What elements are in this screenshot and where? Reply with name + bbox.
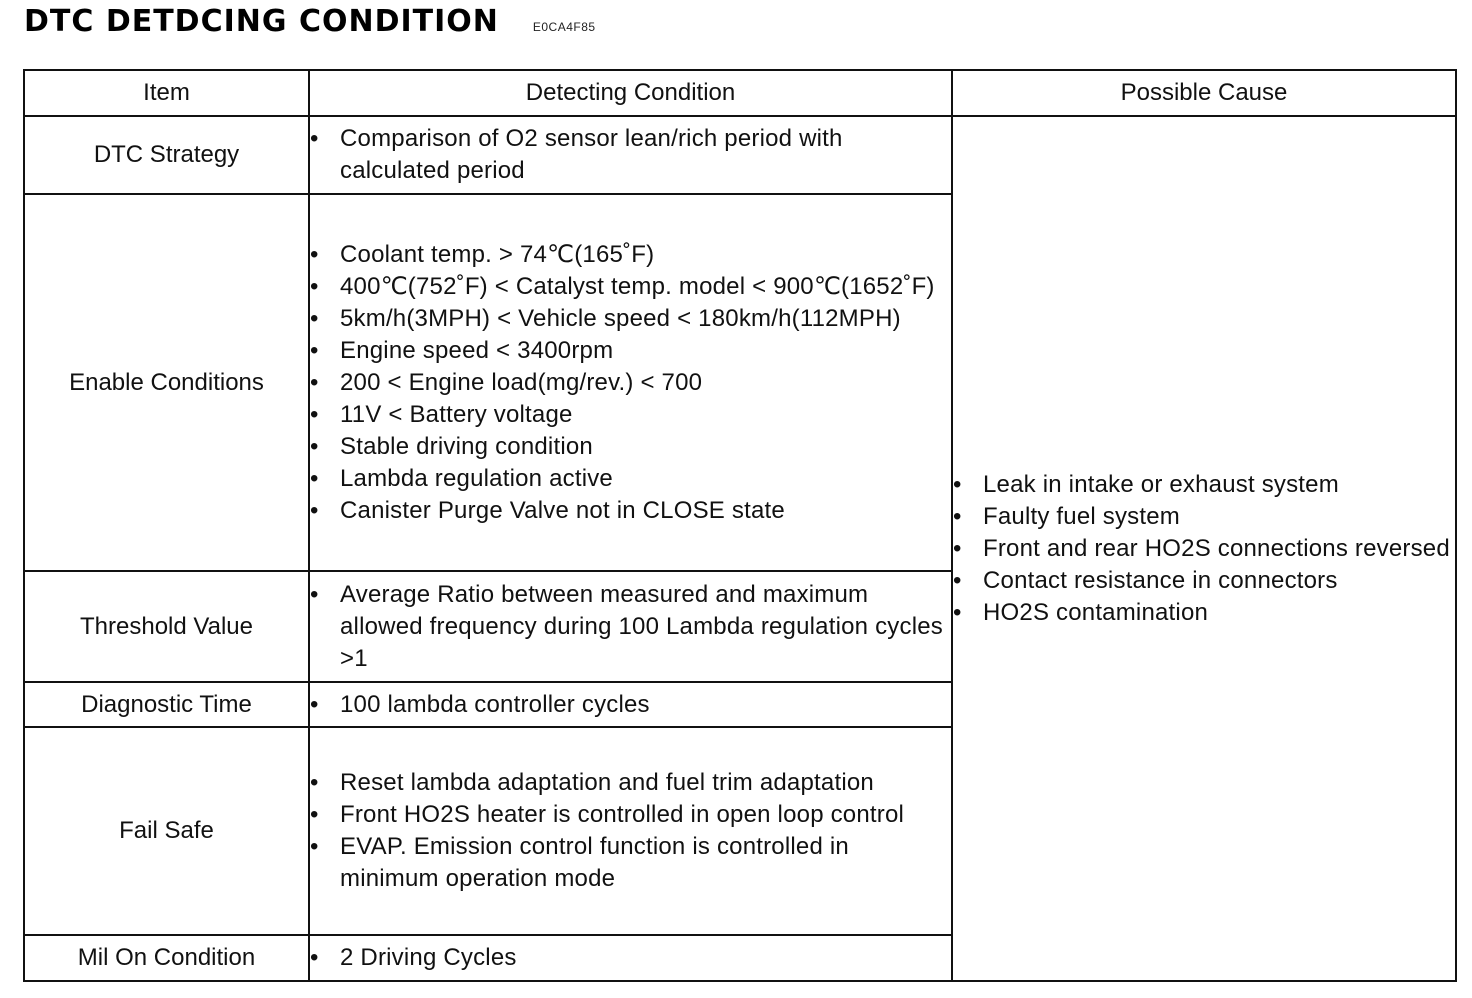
table-row: Enable Conditions Coolant temp. > 74℃(16… <box>23 193 1456 572</box>
table-row: Mil On Condition 2 Driving Cycles <box>23 934 1456 982</box>
list-item: EVAP. Emission control function is contr… <box>310 831 951 895</box>
table-row: Fail Safe Reset lambda adaptation and fu… <box>23 726 1456 936</box>
list-item: Stable driving condition <box>310 431 951 463</box>
possible-cause-cell: Leak in intake or exhaust system Faulty … <box>951 115 1457 982</box>
condition-list: 2 Driving Cycles <box>310 942 951 974</box>
list-item: HO2S contamination <box>953 597 1455 629</box>
condition-list: Coolant temp. > 74℃(165˚F) 400℃(752˚F) <… <box>310 239 951 527</box>
possible-cause-list: Leak in intake or exhaust system Faulty … <box>953 469 1455 629</box>
condition-list: Average Ratio between measured and maxim… <box>310 579 951 675</box>
detecting-condition-cell: Reset lambda adaptation and fuel trim ad… <box>308 726 953 936</box>
list-item: Average Ratio between measured and maxim… <box>310 579 951 675</box>
dtc-condition-table: Item Detecting Condition Possible Cause … <box>23 69 1457 982</box>
table-row: Diagnostic Time 100 lambda controller cy… <box>23 681 1456 728</box>
table-header-row: Item Detecting Condition Possible Cause <box>23 69 1457 117</box>
list-item: Engine speed < 3400rpm <box>310 335 951 367</box>
list-item: Front HO2S heater is controlled in open … <box>310 799 951 831</box>
condition-list: Comparison of O2 sensor lean/rich period… <box>310 123 951 187</box>
condition-list: Reset lambda adaptation and fuel trim ad… <box>310 767 951 895</box>
list-item: Reset lambda adaptation and fuel trim ad… <box>310 767 951 799</box>
row-label-dtc-strategy: DTC Strategy <box>23 115 310 195</box>
list-item: 2 Driving Cycles <box>310 942 951 974</box>
detecting-condition-cell: 100 lambda controller cycles <box>308 681 953 728</box>
row-label-enable-conditions: Enable Conditions <box>23 193 310 572</box>
page-title: DTC DETDCING CONDITION <box>24 4 499 39</box>
list-item: 200 < Engine load(mg/rev.) < 700 <box>310 367 951 399</box>
detecting-condition-cell: Coolant temp. > 74℃(165˚F) 400℃(752˚F) <… <box>308 193 953 572</box>
table-row: Threshold Value Average Ratio between me… <box>23 570 1456 683</box>
row-label-diagnostic-time: Diagnostic Time <box>23 681 310 728</box>
list-item: Leak in intake or exhaust system <box>953 469 1455 501</box>
list-item: Contact resistance in connectors <box>953 565 1455 597</box>
condition-list: 100 lambda controller cycles <box>310 689 951 721</box>
list-item: 400℃(752˚F) < Catalyst temp. model < 900… <box>310 271 951 303</box>
list-item: Comparison of O2 sensor lean/rich period… <box>310 123 951 187</box>
detecting-condition-cell: Comparison of O2 sensor lean/rich period… <box>308 115 953 195</box>
column-header-detecting-condition: Detecting Condition <box>308 69 953 117</box>
row-label-mil-on-condition: Mil On Condition <box>23 934 310 982</box>
row-label-fail-safe: Fail Safe <box>23 726 310 936</box>
table-row: DTC Strategy Comparison of O2 sensor lea… <box>23 115 1457 982</box>
list-item: Coolant temp. > 74℃(165˚F) <box>310 239 951 271</box>
column-header-possible-cause: Possible Cause <box>951 69 1457 117</box>
list-item: 11V < Battery voltage <box>310 399 951 431</box>
document-code: E0CA4F85 <box>532 20 596 34</box>
header: DTC DETDCING CONDITION E0CA4F85 <box>24 4 596 44</box>
column-header-item: Item <box>23 69 310 117</box>
list-item: Lambda regulation active <box>310 463 951 495</box>
detecting-condition-cell: Average Ratio between measured and maxim… <box>308 570 953 683</box>
list-item: Canister Purge Valve not in CLOSE state <box>310 495 951 527</box>
detecting-condition-cell: 2 Driving Cycles <box>308 934 953 982</box>
list-item: 5km/h(3MPH) < Vehicle speed < 180km/h(11… <box>310 303 951 335</box>
list-item: Front and rear HO2S connections reversed <box>953 533 1455 565</box>
list-item: 100 lambda controller cycles <box>310 689 951 721</box>
row-label-threshold-value: Threshold Value <box>23 570 310 683</box>
list-item: Faulty fuel system <box>953 501 1455 533</box>
